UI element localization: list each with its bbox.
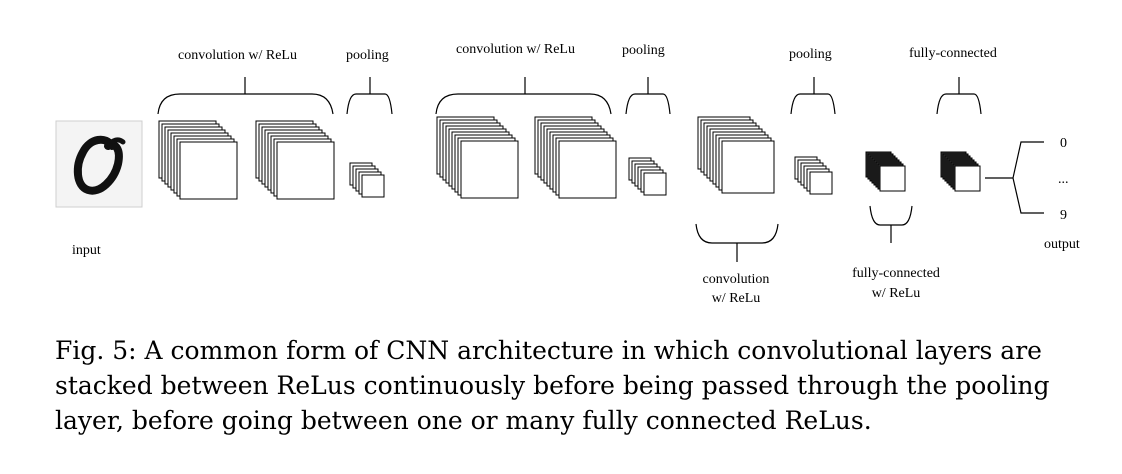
stack-fc-relu-layer [879,165,906,192]
stack-conv1-a-layer [179,141,238,200]
stack-conv2-a [436,116,519,199]
stack-conv2-b-layer [558,140,617,199]
stack-pool2 [628,157,667,196]
stack-fc [940,151,981,192]
stack-conv3-layer [721,140,775,194]
label-conv3-line1: convolution [703,272,770,287]
label-fc-top: fully-connected [909,46,997,61]
stack-conv1-a [158,120,238,200]
label-pool2: pooling [622,43,665,58]
stack-conv3 [697,116,775,194]
bracket-fc-relu [869,205,913,243]
bracket-pool1 [346,77,393,115]
bracket-pool2 [625,77,671,115]
figure-caption: Fig. 5: A common form of CNN architectur… [55,336,1050,435]
label-pool3: pooling [789,47,832,62]
output-dots: ... [1058,172,1069,187]
feature-map-stacks [158,116,981,200]
input-label: input [72,243,101,258]
input-digit-image [55,120,143,208]
stack-conv2-b [534,116,617,199]
bracket-conv3 [695,223,779,262]
label-conv2: convolution w/ ReLu [456,42,575,57]
stack-pool1 [349,162,385,198]
output-first-class: 0 [1060,136,1067,151]
stack-pool2-layer [643,172,667,196]
output-connector [985,141,1044,214]
stack-conv1-b-layer [276,141,335,200]
stack-fc-relu [865,151,906,192]
stack-pool3 [794,156,833,195]
cnn-architecture-diagram: input convolution w/ ReLu pooling convol… [55,42,1080,306]
stack-conv2-a-layer [460,140,519,199]
stack-conv1-b [255,120,335,200]
stack-pool1-layer [361,174,385,198]
output-last-class: 9 [1060,208,1067,223]
stack-pool3-layer [809,171,833,195]
label-output: output [1044,237,1080,252]
bracket-conv1 [157,77,334,115]
label-pool1: pooling [346,48,389,63]
bracket-conv2 [435,77,612,115]
bracket-pool3 [790,77,836,115]
label-fc-relu-line1: fully-connected [852,266,940,281]
label-fc-relu-line2: w/ ReLu [872,286,921,301]
label-conv1: convolution w/ ReLu [178,48,297,63]
label-conv3-line2: w/ ReLu [712,291,761,306]
stack-fc-layer [954,165,981,192]
bracket-fc-top [936,77,982,115]
